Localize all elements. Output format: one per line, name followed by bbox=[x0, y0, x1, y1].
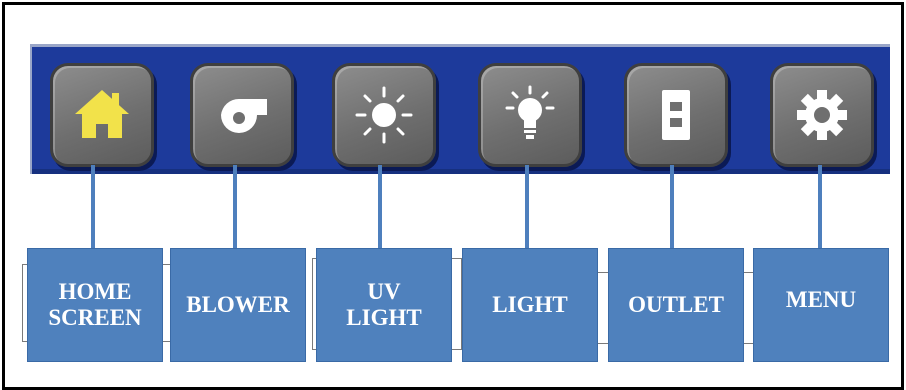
toolbar bbox=[30, 44, 890, 174]
connector-outlet bbox=[670, 165, 674, 250]
blower-button[interactable] bbox=[190, 63, 294, 167]
uv-light-sun-icon bbox=[355, 86, 413, 144]
outlet-icon bbox=[662, 90, 690, 140]
blower-icon bbox=[221, 98, 267, 133]
label-light: LIGHT bbox=[462, 248, 598, 362]
toolbar-shade bbox=[32, 169, 890, 174]
uv-light-button[interactable] bbox=[332, 63, 436, 167]
label-outlet: OUTLET bbox=[608, 248, 744, 362]
connector-menu bbox=[818, 165, 822, 250]
label-home-screen: HOME SCREEN bbox=[27, 248, 163, 362]
home-button[interactable] bbox=[50, 63, 154, 167]
gear-icon bbox=[797, 90, 847, 140]
connector-uv-light bbox=[378, 165, 382, 250]
home-icon bbox=[75, 90, 129, 138]
connector-light bbox=[525, 165, 529, 250]
label-blower: BLOWER bbox=[170, 248, 306, 362]
connector-blower bbox=[233, 165, 237, 250]
label-menu: MENU bbox=[753, 248, 889, 362]
label-uv-light: UV LIGHT bbox=[316, 248, 452, 362]
connector-home bbox=[91, 165, 95, 250]
menu-button[interactable] bbox=[770, 63, 874, 167]
light-bulb-icon bbox=[505, 85, 555, 139]
outlet-button[interactable] bbox=[624, 63, 728, 167]
light-button[interactable] bbox=[478, 63, 582, 167]
